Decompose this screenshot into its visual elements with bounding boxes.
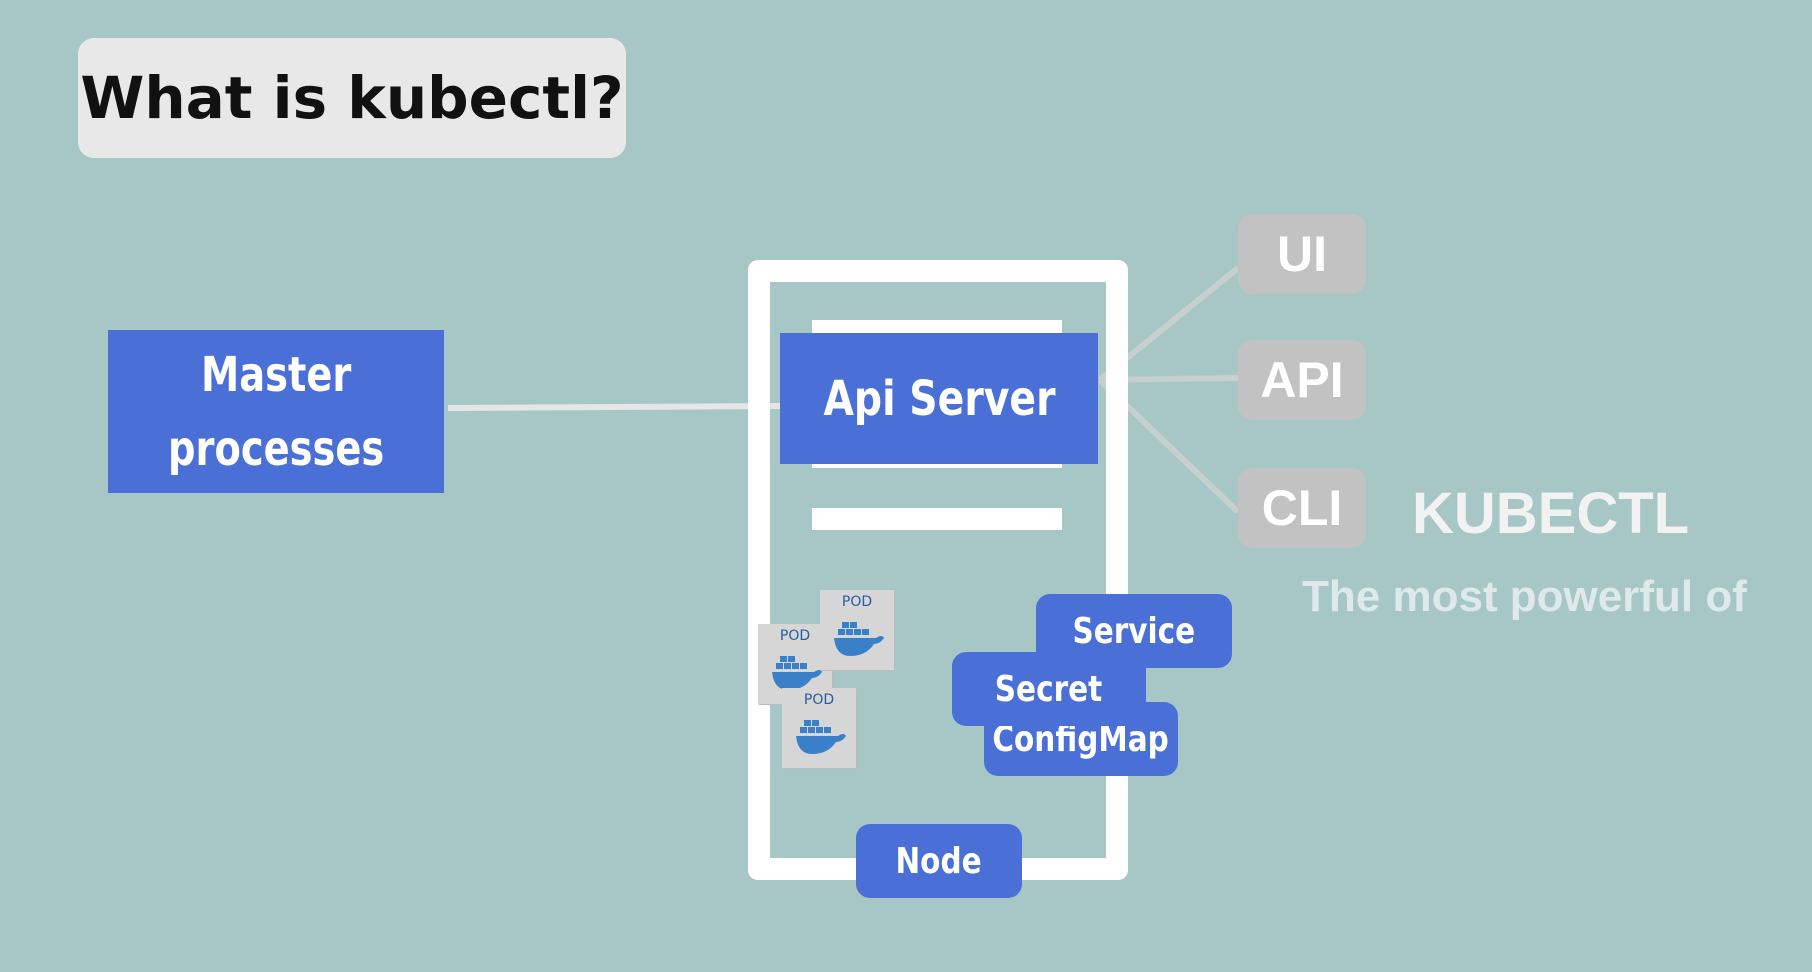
master-api-connector [447,403,781,411]
master-line2: processes [167,420,385,477]
secret-label: Secret [995,668,1103,710]
api-server-label: Api Server [822,370,1056,427]
client-cli-label: CLI [1261,480,1343,536]
client-api-label: API [1260,352,1344,408]
node-bar-bottom [812,508,1062,530]
pod-label: POD [803,692,835,708]
node-frame [748,260,1128,880]
service-pill: Service [1036,594,1232,668]
docker-whale-icon [834,622,884,656]
pod-2: POD [820,590,894,670]
docker-whale-icon [772,656,822,690]
service-label: Service [1072,610,1196,652]
client-cli: CLI [1238,468,1366,548]
master-processes-box: Master processes [108,330,444,493]
node-pill: Node [856,824,1022,898]
kubectl-subtitle: The most powerful of [1302,572,1747,621]
pod-label: POD [779,628,811,644]
client-api: API [1238,340,1366,420]
pod-label: POD [841,594,873,610]
title-card: What is kubectl? [78,38,626,158]
page-title: What is kubectl? [80,64,624,132]
api-server-box: Api Server [780,333,1098,464]
master-line1: Master [200,346,352,403]
docker-whale-icon [796,720,846,754]
client-ui-label: UI [1277,226,1327,282]
node-label: Node [895,840,983,882]
kubectl-heading: KUBECTL [1412,481,1690,546]
pod-3: POD [782,688,856,768]
client-ui: UI [1238,214,1366,294]
